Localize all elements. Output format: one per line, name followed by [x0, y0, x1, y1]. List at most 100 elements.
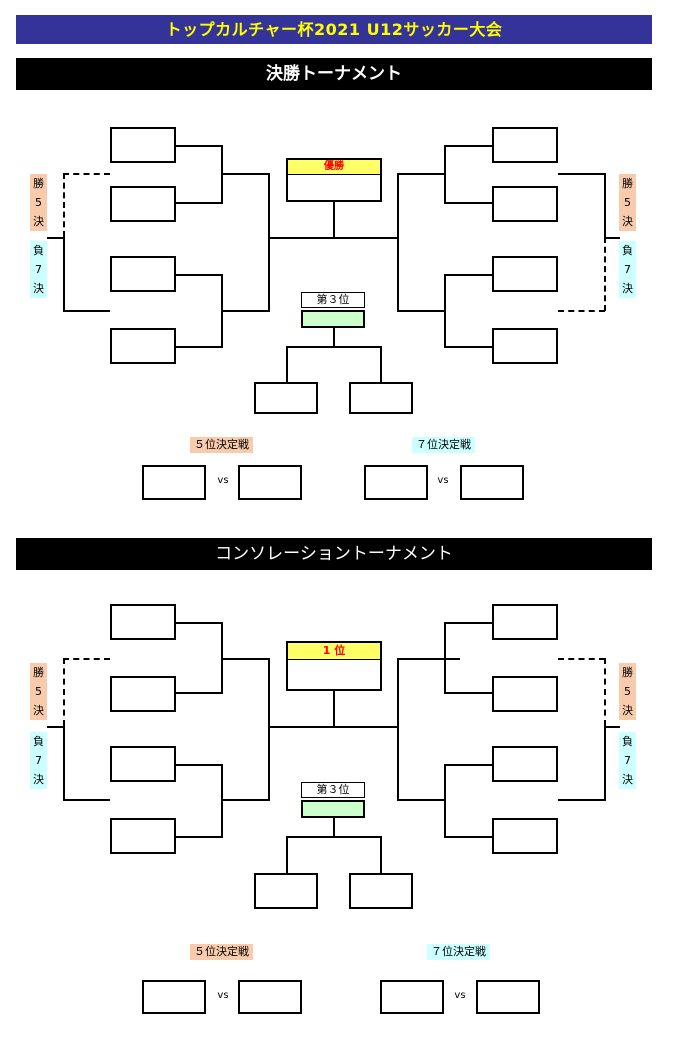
first-place-box[interactable]: 1 位 [286, 641, 382, 691]
dashed-line [63, 173, 110, 175]
section-heading-consolation: コンソレーショントーナメント [16, 538, 652, 570]
bracket-line [398, 658, 460, 660]
bracket-line [269, 726, 399, 728]
bracket-line [176, 274, 222, 276]
team-slot[interactable] [238, 465, 302, 500]
team-slot[interactable] [110, 186, 176, 222]
bracket-line [605, 726, 620, 728]
bracket-line [445, 274, 492, 276]
bracket-line [176, 346, 222, 348]
third-place-label: 第３位 [301, 782, 365, 798]
bracket-line [268, 173, 270, 312]
team-slot[interactable] [380, 980, 444, 1014]
team-slot[interactable] [110, 604, 176, 640]
first-place-label: 1 位 [288, 643, 380, 660]
bracket-line [221, 658, 269, 660]
dashed-line [63, 658, 65, 726]
team-slot[interactable] [492, 256, 558, 292]
vs-text: vs [437, 475, 449, 486]
team-slot[interactable] [364, 465, 428, 500]
fifth-place-match-label: ５位決定戦 [190, 437, 253, 453]
bracket-line [444, 145, 446, 204]
bracket-line [605, 237, 620, 239]
dashed-line [558, 658, 605, 660]
vs-text: vs [217, 990, 229, 1001]
team-slot[interactable] [492, 604, 558, 640]
team-slot[interactable] [460, 465, 524, 500]
vs-text: vs [217, 475, 229, 486]
team-slot[interactable] [110, 328, 176, 364]
team-slot[interactable] [238, 980, 302, 1014]
bracket-line [398, 173, 445, 175]
team-slot[interactable] [254, 873, 318, 909]
bracket-line [445, 346, 492, 348]
team-slot[interactable] [142, 465, 206, 500]
team-slot[interactable] [110, 127, 176, 163]
bracket-line [380, 346, 382, 383]
seventh-place-match-label: ７位決定戦 [412, 437, 475, 453]
bracket-line [333, 202, 335, 238]
bracket-line [221, 764, 223, 838]
bracket-line [397, 173, 399, 312]
bracket-line [398, 799, 445, 801]
team-slot[interactable] [349, 382, 413, 414]
fifth-place-match-label: ５位決定戦 [190, 944, 253, 960]
bracket-line [176, 145, 222, 147]
bracket-line [333, 328, 335, 347]
bracket-line [286, 836, 382, 838]
team-slot[interactable] [110, 676, 176, 712]
team-slot[interactable] [492, 186, 558, 222]
third-place-box[interactable] [301, 800, 365, 818]
team-slot[interactable] [492, 676, 558, 712]
bracket-line [398, 310, 445, 312]
team-slot[interactable] [492, 818, 558, 854]
bracket-line [63, 237, 65, 311]
team-slot[interactable] [110, 746, 176, 782]
bracket-line [445, 145, 492, 147]
team-slot[interactable] [254, 382, 318, 414]
bracket-line [445, 622, 492, 624]
bracket-line [269, 237, 399, 239]
bracket-line [63, 799, 110, 801]
bracket-line [221, 310, 269, 312]
champion-box[interactable]: 優勝 [286, 158, 382, 202]
team-slot[interactable] [110, 256, 176, 292]
bracket-line [604, 726, 606, 801]
bracket-line [380, 836, 382, 874]
team-slot[interactable] [110, 818, 176, 854]
bracket-line [333, 818, 335, 837]
tournament-title: トップカルチャー杯2021 U12サッカー大会 [16, 15, 652, 44]
bracket-line [445, 764, 492, 766]
bracket-line [221, 799, 269, 801]
team-slot[interactable] [492, 127, 558, 163]
team-slot[interactable] [476, 980, 540, 1014]
team-slot[interactable] [142, 980, 206, 1014]
bracket-line [47, 237, 64, 239]
bracket-line [176, 202, 222, 204]
bracket-line [176, 622, 222, 624]
bracket-line [604, 173, 606, 237]
bracket-line [176, 836, 222, 838]
team-slot[interactable] [349, 873, 413, 909]
dashed-line [63, 173, 65, 237]
bracket-line [63, 310, 110, 312]
team-slot[interactable] [492, 328, 558, 364]
dashed-line [604, 237, 606, 311]
third-place-box[interactable] [301, 310, 365, 328]
team-slot[interactable] [492, 746, 558, 782]
bracket-line [445, 202, 492, 204]
bracket-line [558, 799, 605, 801]
third-place-label: 第３位 [301, 292, 365, 308]
bracket-line [268, 658, 270, 801]
bracket-line [286, 346, 382, 348]
bracket-line [286, 346, 288, 383]
vs-text: vs [454, 990, 466, 1001]
bracket-line [176, 692, 222, 694]
